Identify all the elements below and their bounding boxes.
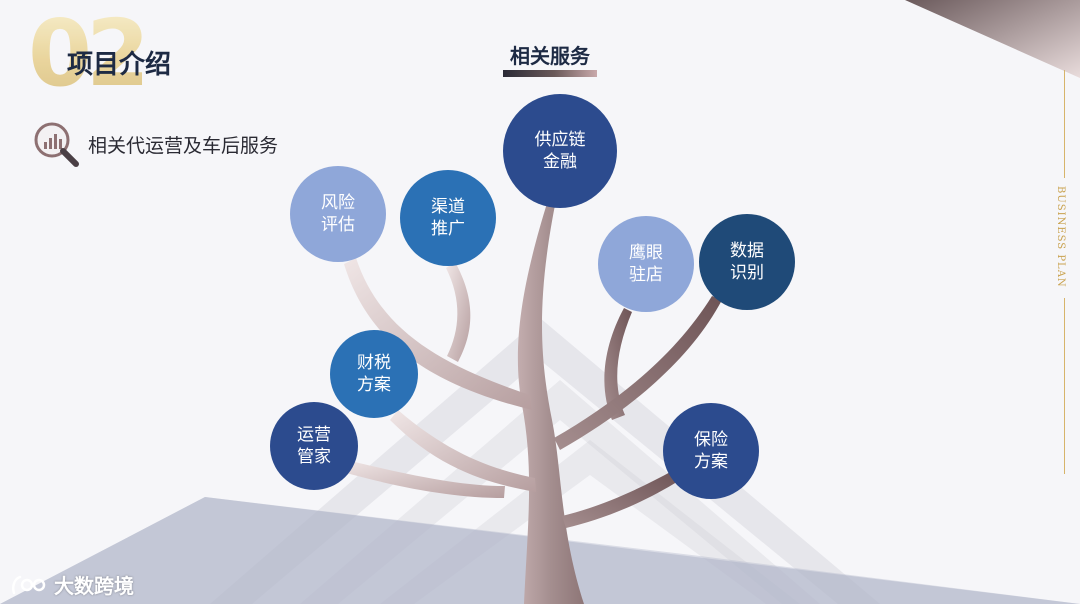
service-operations-manager[interactable]: 运营 管家 <box>270 402 358 490</box>
service-data-identification[interactable]: 数据 识别 <box>699 214 795 310</box>
watermark: 大数跨境 <box>10 570 134 599</box>
service-insurance-plan[interactable]: 保险 方案 <box>663 403 759 499</box>
branch-insurance <box>562 470 680 528</box>
watermark-text: 大数跨境 <box>54 570 134 599</box>
logo-icon <box>10 573 48 597</box>
branch-channel <box>446 262 470 362</box>
service-eagle-eye-store[interactable]: 鹰眼 驻店 <box>598 216 694 312</box>
service-tax-plan[interactable]: 财税 方案 <box>330 330 418 418</box>
service-channel-promotion[interactable]: 渠道 推广 <box>400 170 496 266</box>
service-risk-assessment[interactable]: 风险 评估 <box>290 166 386 262</box>
service-supply-chain-finance[interactable]: 供应链 金融 <box>503 94 617 208</box>
